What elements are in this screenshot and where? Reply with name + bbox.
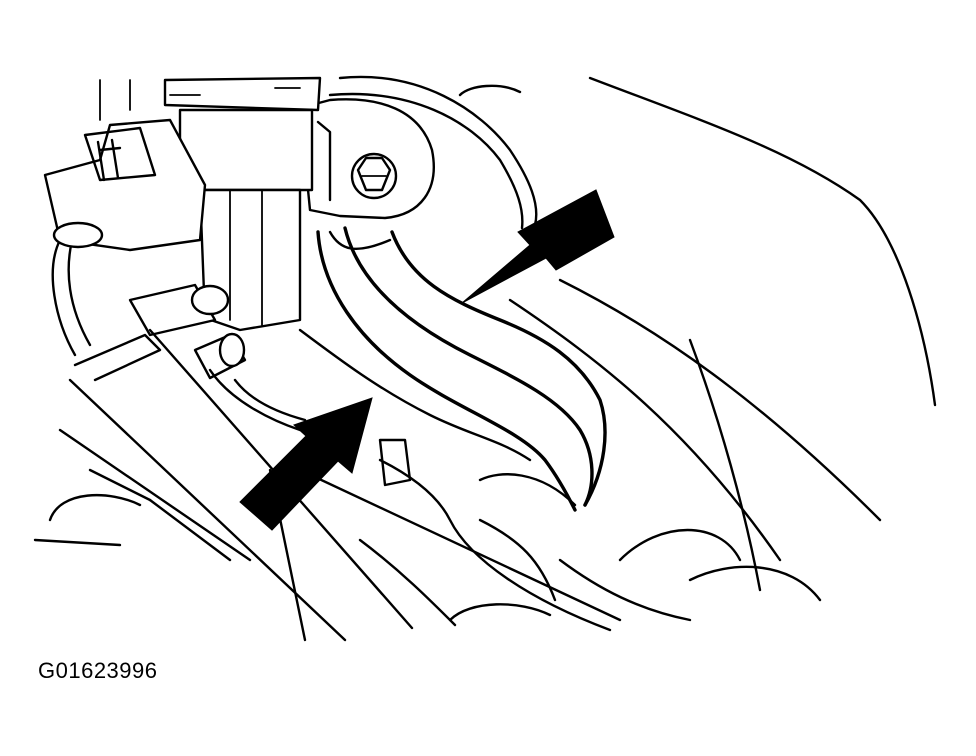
main-hose [298, 226, 607, 512]
lower-structure [33, 328, 822, 642]
pigtail-wires [51, 221, 104, 357]
arrow-lower-left-icon [239, 397, 373, 531]
hose-fittings [128, 283, 307, 432]
fender-panel [508, 76, 937, 592]
bolt-icon [350, 152, 398, 200]
upper-wires [328, 75, 538, 230]
arrow-upper-right-icon [461, 189, 615, 304]
component-body [99, 76, 322, 332]
figure-id-label: G01623996 [38, 658, 158, 683]
electrical-connector [43, 118, 207, 252]
